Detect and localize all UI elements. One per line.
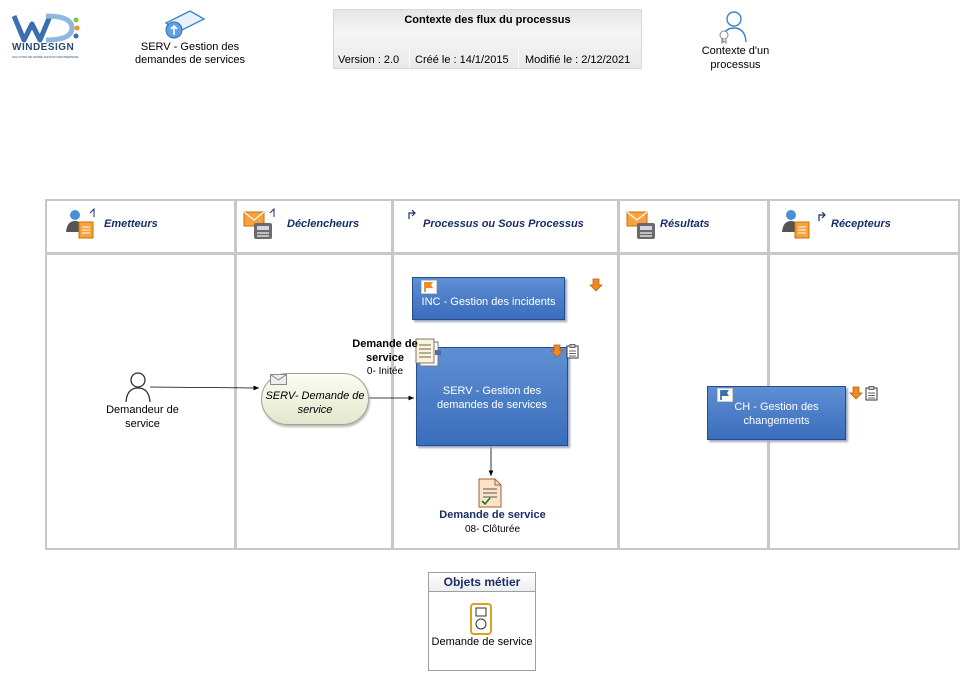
document-icon [415,338,441,367]
process-inc-label: INC - Gestion des incidents [421,296,556,308]
process-icon [164,10,206,39]
input-object-state: 0- Initée [366,366,404,377]
separator [409,49,410,68]
process-serv[interactable]: SERV - Gestion des demandes de services [416,347,568,446]
process-ch-label: CH - Gestion des changements [734,401,819,427]
document-check-icon [478,478,502,508]
windesign-logo [11,13,80,43]
flag-icon [717,388,733,402]
business-object-icon [470,603,492,635]
mail-phone-icon [243,208,275,239]
logo-text: WINDESIGN [12,42,75,53]
lane-divider [391,199,394,550]
context-type-label: Contexte d'un processus [701,45,770,71]
flag-icon [421,280,437,294]
lane-header-processus: Processus ou Sous Processus [408,208,618,244]
lane-title-resultats: Résultats [660,218,710,230]
output-object-state: 08- Clôturée [464,524,521,535]
lane-title-processus: Processus ou Sous Processus [423,218,584,230]
link-arrow-icon [818,212,826,221]
process-serv-label: SERV - Gestion des demandes de services [436,385,548,411]
swimlane-frame [45,199,960,550]
lane-title-recepteurs: Récepteurs [831,218,891,230]
lane-divider [234,199,237,550]
context-title: Contexte des flux du processus [404,14,571,26]
legend-item-label[interactable]: Demande de service [431,636,533,648]
modified-date: Modifié le : 2/12/2021 [525,54,631,66]
actor-person-icon [125,372,151,403]
link-arrow-icon [408,210,416,219]
actor-label[interactable]: Demandeur de service [106,404,179,430]
lane-divider [767,199,770,550]
lane-header-recepteurs: Récepteurs [780,208,960,244]
separator [518,49,519,68]
legend-title: Objets métier [429,573,535,592]
clipboard-icon [865,386,878,401]
lane-header-resultats: Résultats [626,208,766,244]
output-object-name[interactable]: Demande de service [439,509,546,521]
lane-title-emetteurs: Emetteurs [104,218,158,230]
person-card-icon [66,208,95,239]
business-objects-legend: Objets métier Demande de service [428,572,536,671]
lane-title-declencheurs: Déclencheurs [287,218,360,230]
lane-header-declencheurs: Déclencheurs [243,208,393,244]
envelope-icon [270,374,287,385]
down-arrow-icon [550,344,564,358]
logo-tagline: SOLUTION DE MODÉLISATION D'ENTREPRISE [12,55,79,59]
process-name: SERV - Gestion des demandes de services [134,41,246,66]
created-date: Créé le : 14/1/2015 [415,54,509,66]
down-arrow-icon [589,278,603,292]
down-arrow-icon [849,386,863,400]
trigger-event-label: SERV- Demande de service [265,390,365,416]
lane-header-emetteurs: Emetteurs [64,208,234,244]
process-inc[interactable]: INC - Gestion des incidents [412,277,565,320]
lane-divider [617,199,620,550]
context-info-box: Contexte des flux du processus Version :… [333,9,642,69]
clipboard-icon [566,344,579,359]
lane-header-divider [45,252,960,255]
person-card-icon [782,210,810,239]
version-label: Version : 2.0 [338,54,400,66]
mail-phone-icon [626,211,655,239]
user-context-icon [719,11,747,44]
input-object-name[interactable]: Demande de service [352,338,418,364]
